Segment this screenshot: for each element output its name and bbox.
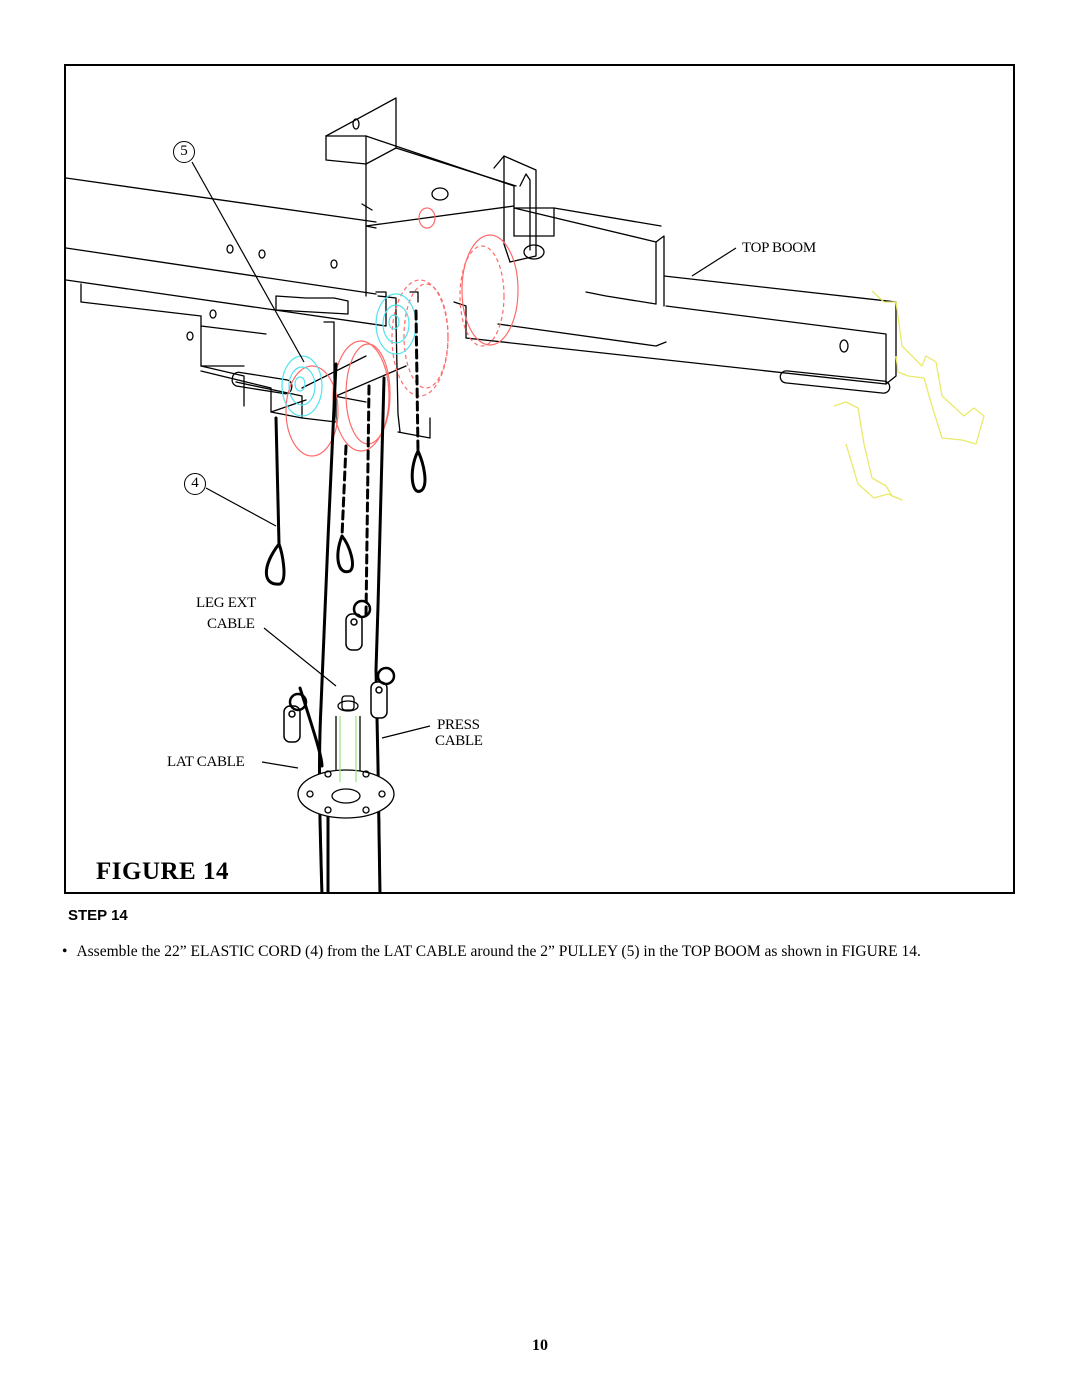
callout-elastic-cord-4: 4 [184, 473, 206, 495]
callout-pulley-number: 5 [180, 143, 188, 159]
label-press-line2: CABLE [435, 733, 483, 749]
step-instruction-item: • Assemble the 22” ELASTIC CORD (4) from … [62, 943, 921, 961]
callout-cord-number: 4 [191, 475, 199, 491]
bullet: • [62, 943, 68, 960]
assembly-illustration [66, 97, 985, 892]
label-leg-ext-line2: CABLE [207, 616, 255, 632]
label-lat-cable: LAT CABLE [167, 754, 245, 770]
upper-mount [325, 97, 555, 297]
figure-frame: 5 4 TOP BOOM LEG EXT CABLE PRESS CABLE L… [64, 64, 1015, 894]
instruction-text: Assemble the 22” ELASTIC CORD (4) from t… [76, 943, 921, 960]
label-top-boom: TOP BOOM [742, 240, 816, 256]
label-press-line1: PRESS [437, 717, 480, 733]
callout-pulley-5: 5 [173, 141, 195, 163]
lower-bracket [200, 355, 407, 423]
step-heading: STEP 14 [68, 907, 128, 924]
main-boom [66, 177, 387, 367]
figure-title: FIGURE 14 [96, 858, 229, 885]
pulley-housing [323, 291, 431, 439]
label-leg-ext-line1: LEG EXT [196, 595, 256, 611]
page-number: 10 [532, 1337, 548, 1354]
top-boom [453, 207, 897, 394]
